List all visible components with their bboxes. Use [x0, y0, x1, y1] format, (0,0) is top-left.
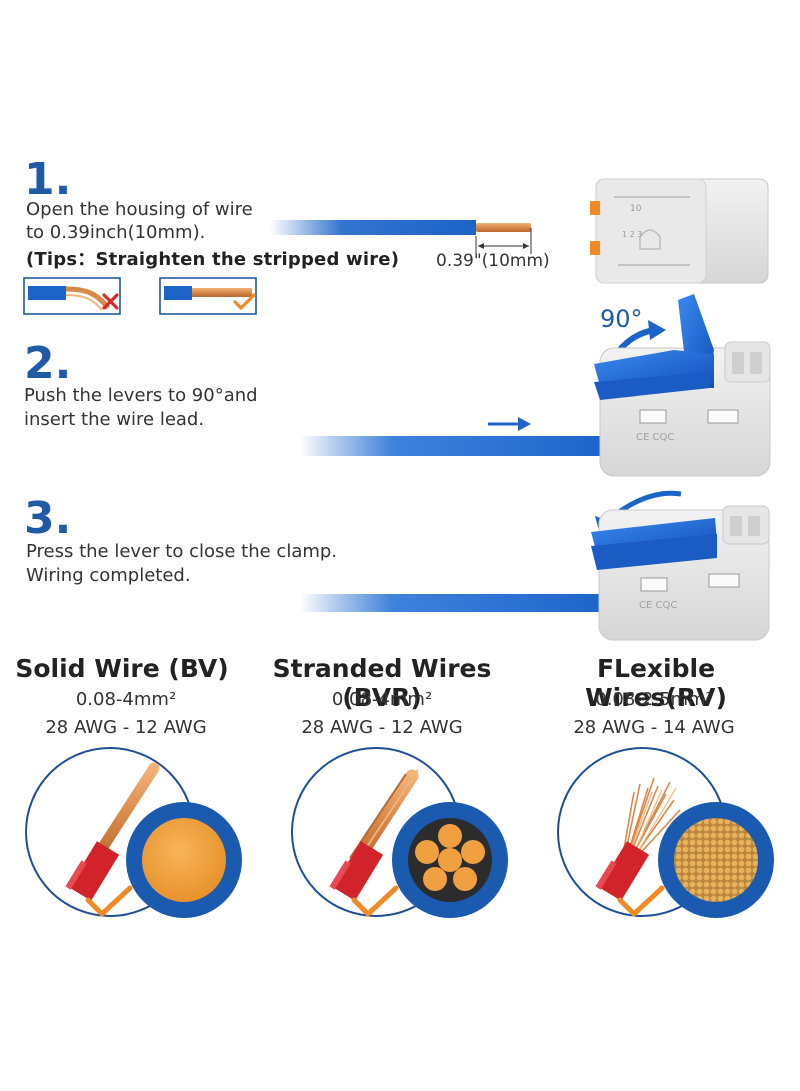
- step-1-line-2: to 0.39inch(10mm).: [26, 222, 206, 243]
- step-2-wire: [300, 436, 610, 456]
- cross-icon: [102, 293, 119, 310]
- wire-type-awg-stranded: 28 AWG - 12 AWG: [301, 717, 463, 738]
- connector-top-view: 10 1 2 3: [590, 178, 769, 284]
- step-3-number: 3.: [24, 493, 72, 544]
- check-icon: [233, 293, 256, 310]
- step-1-tip: (Tips：Straighten the stripped wire): [26, 249, 400, 270]
- step-1-line-1: Open the housing of wire: [26, 199, 253, 220]
- step-3-wire: [300, 594, 610, 612]
- connector-scale-mark: 10: [630, 204, 642, 214]
- wire-type-title-flexible: FLexible Wires(RV): [585, 654, 727, 712]
- arrow-right-icon: [488, 417, 531, 431]
- step-2-line-2: insert the wire lead.: [24, 409, 205, 430]
- step-1-wire: [270, 220, 532, 254]
- connector-cert-mark-closed: CE CQC: [639, 600, 677, 611]
- wire-type-range-solid: 0.08-4mm²: [75, 689, 177, 710]
- flexible-wire-illustration: [557, 747, 774, 918]
- solid-wire-illustration: [25, 747, 242, 918]
- step-1-number: 1.: [24, 154, 72, 205]
- wire-type-title-solid: Solid Wire (BV): [15, 654, 229, 683]
- step-2-line-1: Push the levers to 90°and: [24, 385, 258, 406]
- connector-levers-closed: CE CQC: [591, 490, 770, 641]
- solid-check-icon: [85, 885, 133, 917]
- wire-type-range-stranded: 0.08-4mm²: [331, 689, 433, 710]
- wire-type-awg-flexible: 28 AWG - 14 AWG: [573, 717, 735, 738]
- flexible-check-icon: [617, 885, 665, 917]
- step-3-line-1: Press the lever to close the clamp.: [26, 541, 338, 562]
- step-2-number: 2.: [24, 338, 72, 389]
- strip-length-label: 0.39"(10mm): [436, 251, 550, 271]
- connector-cert-mark: CE CQC: [636, 432, 674, 443]
- step-3-line-2: Wiring completed.: [26, 565, 191, 586]
- stranded-wire-illustration: [291, 747, 508, 918]
- wire-type-awg-solid: 28 AWG - 12 AWG: [45, 717, 207, 738]
- connector-levers-open: CE CQC: [594, 294, 771, 477]
- wire-type-title-stranded: Stranded Wires (BVR): [272, 654, 492, 712]
- connector-steps-mark: 1 2 3: [622, 230, 642, 239]
- straight-wire-example: [159, 277, 257, 315]
- lever-angle-label: 90°: [600, 305, 643, 333]
- stranded-check-icon: [351, 885, 399, 917]
- wire-type-range-flexible: 0.08-2.5mm²: [595, 689, 713, 710]
